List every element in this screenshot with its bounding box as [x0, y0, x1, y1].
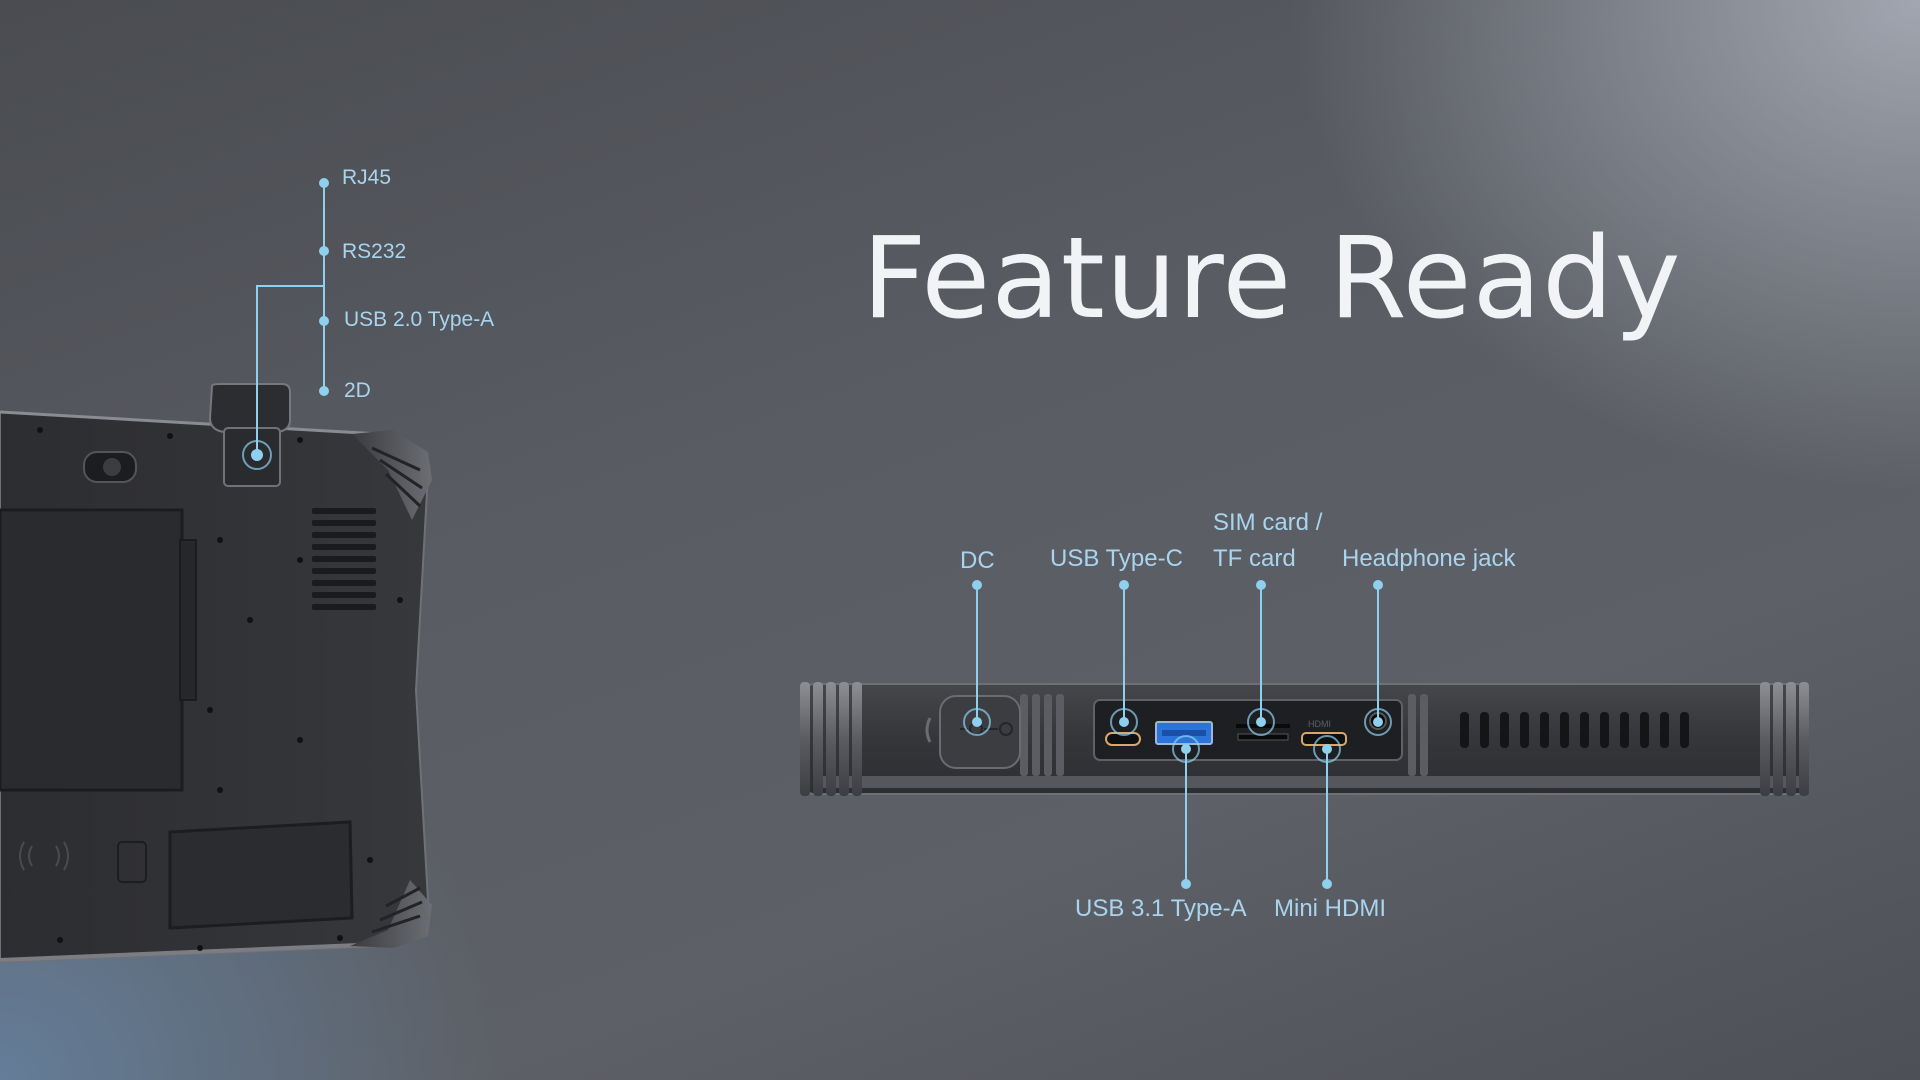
label-usb-31: USB 3.1 Type-A: [1075, 895, 1247, 922]
label-mini-hdmi: Mini HDMI: [1274, 895, 1386, 922]
side-port-cover: [208, 383, 291, 433]
label-tf-card: TF card: [1213, 545, 1296, 572]
marker-2d: [319, 386, 329, 396]
nfc-mark: [19, 841, 69, 871]
marker-rj45: [319, 178, 329, 188]
label-2d: 2D: [344, 379, 371, 402]
marker-rs232: [319, 246, 329, 256]
tablet-bottom-edge-view: HDMI: [800, 580, 1809, 889]
label-rj45: RJ45: [342, 166, 392, 189]
label-dc: DC: [960, 547, 995, 574]
back-panel: [0, 508, 184, 792]
usb-c-port: [1105, 732, 1141, 746]
tablet-back-view: [0, 178, 432, 964]
label-rs232: RS232: [342, 240, 407, 263]
page-title: Feature Ready: [862, 214, 1682, 344]
port-recess: [1093, 699, 1403, 761]
label-usb-type-c: USB Type-C: [1050, 545, 1183, 572]
ridged-bumper-right: [1760, 682, 1809, 796]
label-usb20: USB 2.0 Type-A: [344, 308, 495, 331]
bottom-vent-slots: [1460, 712, 1689, 748]
label-headphone-jack: Headphone jack: [1342, 545, 1516, 572]
corner-bumper-bottom: [350, 880, 432, 948]
label-sim-card: SIM card /: [1213, 509, 1323, 536]
ridged-bumper-left: [800, 682, 862, 796]
marker-usb20: [319, 316, 329, 326]
hdmi-mark: HDMI: [1308, 719, 1331, 729]
vent-grille: [312, 508, 376, 610]
